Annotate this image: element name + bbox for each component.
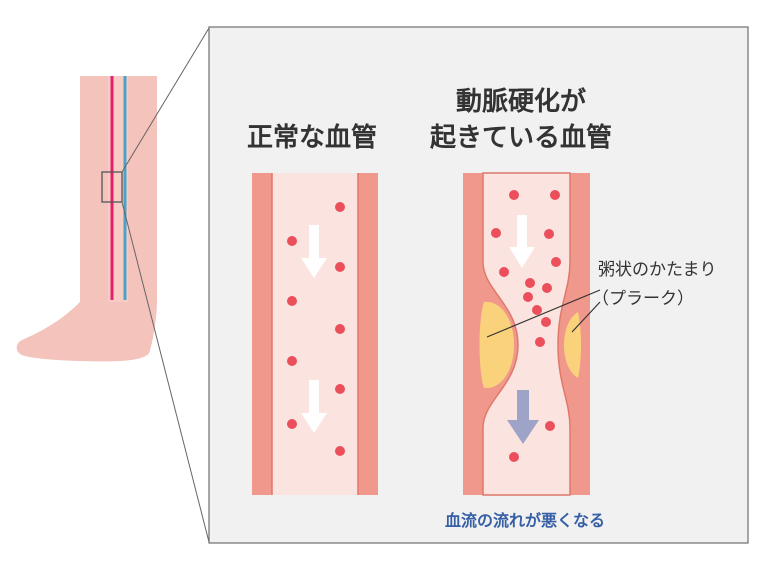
leg-silhouette [16,76,157,362]
blood-cell [523,292,533,302]
blood-cell [335,384,345,394]
flow-caption: 血流の流れが悪くなる [445,511,605,530]
plaque-pointer-line [486,289,601,338]
blood-cell [545,421,555,431]
zoom-line-bottom [121,201,210,543]
flow-arrow-icon [301,380,327,433]
zoom-line-top [121,27,210,173]
blood-cell [532,305,542,315]
plaque-pointer-line [571,301,601,333]
blood-cell [491,228,501,238]
blood-cell [287,296,297,306]
blood-cell [287,356,297,366]
normal-vessel-wall-right [358,173,378,495]
zoom-box [101,171,123,203]
sclerotic-vessel [463,172,590,496]
normal-vessel-lumen [272,173,358,495]
blood-cell [550,190,560,200]
blood-cell [287,419,297,429]
blood-cell [542,283,552,293]
blood-cell [335,202,345,212]
sclerotic-title-line2: 起きている血管 [430,123,612,153]
blood-cell [509,452,519,462]
blood-cell [509,190,519,200]
plaque-right [564,312,581,378]
blood-cell [335,324,345,334]
plaque-label-line1: 粥状のかたまり [598,260,717,280]
slow-flow-arrow-icon [507,390,539,444]
blood-cell [335,262,345,272]
sclerotic-title-line1: 動脈硬化が [456,86,586,117]
leg [16,76,157,362]
blood-cell [287,236,297,246]
blood-cell [535,337,545,347]
normal-vessel [252,173,378,495]
plaque-label-line2: （プラーク） [592,289,694,309]
blood-cell [499,267,509,277]
sclerotic-blood-cells [491,190,561,462]
blood-cell [335,446,345,456]
normal-blood-cells [287,202,345,456]
sclerotic-vessel-lumen [482,172,571,496]
normal-vessel-title: 正常な血管 [247,123,377,153]
flow-arrow-icon [509,215,535,268]
blood-cell [525,278,535,288]
blood-cell [544,229,554,239]
flow-arrow-icon [301,225,327,278]
normal-vessel-wall-left [252,173,272,495]
blood-cell [541,317,551,327]
plaque-left [479,301,514,389]
blood-cell [551,257,561,267]
